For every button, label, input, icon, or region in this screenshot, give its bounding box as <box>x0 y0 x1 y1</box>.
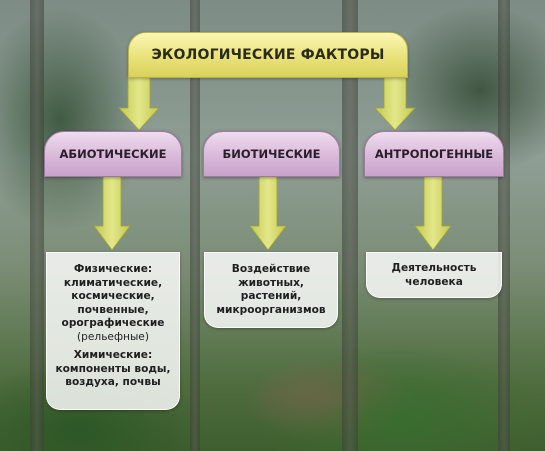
biotic-panel: Воздействие животных, растений, микроорг… <box>204 252 338 328</box>
physical-item: орографические <box>61 317 165 329</box>
chemical-item: компоненты воды, <box>55 362 171 375</box>
title-box: ЭКОЛОГИЧЕСКИЕ ФАКТОРЫ <box>128 32 408 78</box>
category-abiotic: АБИОТИЧЕСКИЕ <box>44 131 182 177</box>
biotic-line: Воздействие <box>231 263 311 275</box>
tree-trunk <box>498 0 510 451</box>
category-anthropogenic: АНТРОПОГЕННЫЕ <box>364 131 504 177</box>
physical-item: почвенные, <box>77 303 149 316</box>
arrow-title-to-abiotic <box>118 75 160 131</box>
category-biotic-label: БИОТИЧЕСКИЕ <box>222 147 321 161</box>
arrow-title-to-anthropogenic <box>374 75 416 131</box>
arrow-biotic-to-panel <box>249 174 287 251</box>
biotic-line: животных, <box>238 276 304 289</box>
arrow-anthropogenic-to-panel <box>414 174 452 251</box>
physical-item: климатические, <box>63 276 163 289</box>
chemical-heading: Химические: <box>73 349 153 361</box>
category-anthropogenic-label: АНТРОПОГЕННЫЕ <box>374 147 494 161</box>
arrow-abiotic-to-panel <box>93 174 131 251</box>
anthropogenic-line: Деятельность <box>391 262 477 274</box>
diagram-title: ЭКОЛОГИЧЕСКИЕ ФАКТОРЫ <box>151 47 385 63</box>
physical-heading: Физические: <box>73 263 153 275</box>
anthropogenic-panel: Деятельность человека <box>366 252 502 298</box>
biotic-line: микроорганизмов <box>216 303 326 316</box>
category-biotic: БИОТИЧЕСКИЕ <box>203 131 340 177</box>
chemical-item: воздуха, почвы <box>65 376 161 388</box>
tree-trunk <box>190 0 200 451</box>
anthropogenic-line: человека <box>405 275 463 288</box>
physical-note: (рельефные) <box>77 330 149 343</box>
biotic-line: растений, <box>240 290 302 302</box>
physical-item: космические, <box>71 290 155 302</box>
category-abiotic-label: АБИОТИЧЕСКИЕ <box>59 147 167 161</box>
abiotic-panel: Физические: климатические, космические, … <box>46 252 180 410</box>
tree-trunk <box>342 0 358 451</box>
tree-trunk <box>30 0 44 451</box>
